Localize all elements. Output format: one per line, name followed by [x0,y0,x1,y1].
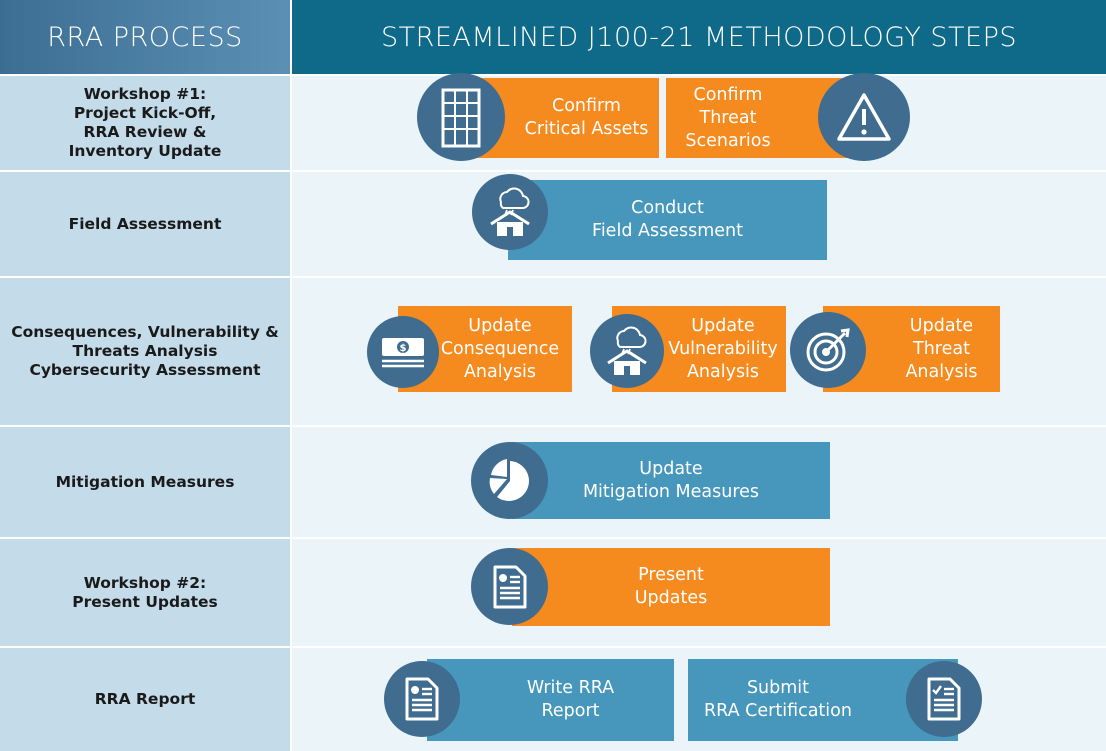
row-label-mitigation-measures: Mitigation Measures [0,427,290,537]
step-update-consequence-analysis: Update Consequence Analysis [398,306,572,392]
document-icon [471,548,548,625]
building-icon [417,73,505,161]
money-stack-icon: $ [367,316,439,388]
rra-process-header: RRA PROCESS [0,0,290,74]
checklist-document-icon [906,661,982,737]
step-conduct-field-assessment: Conduct Field Assessment [508,180,827,260]
step-write-rra-report: Write RRA Report [427,659,674,741]
svg-text:$: $ [400,343,407,354]
storm-house-icon [472,174,548,250]
methodology-steps-header: STREAMLINED J100-21 METHODOLOGY STEPS [292,0,1106,74]
row-label-field-assessment: Field Assessment [0,172,290,276]
row-label-rra-report: RRA Report [0,648,290,751]
document-icon [384,661,460,737]
pie-chart-icon [471,442,548,519]
row-label-consequences-analysis: Consequences, Vulnerability & Threats An… [0,278,290,425]
storm-house-icon [590,314,664,388]
target-icon [790,312,866,388]
row-label-workshop-2: Workshop #2: Present Updates [0,539,290,646]
row-label-workshop-1: Workshop #1: Project Kick-Off, RRA Revie… [0,76,290,170]
step-update-mitigation-measures: Update Mitigation Measures [512,442,830,519]
warning-icon [818,73,910,161]
step-present-updates: Present Updates [512,548,830,626]
